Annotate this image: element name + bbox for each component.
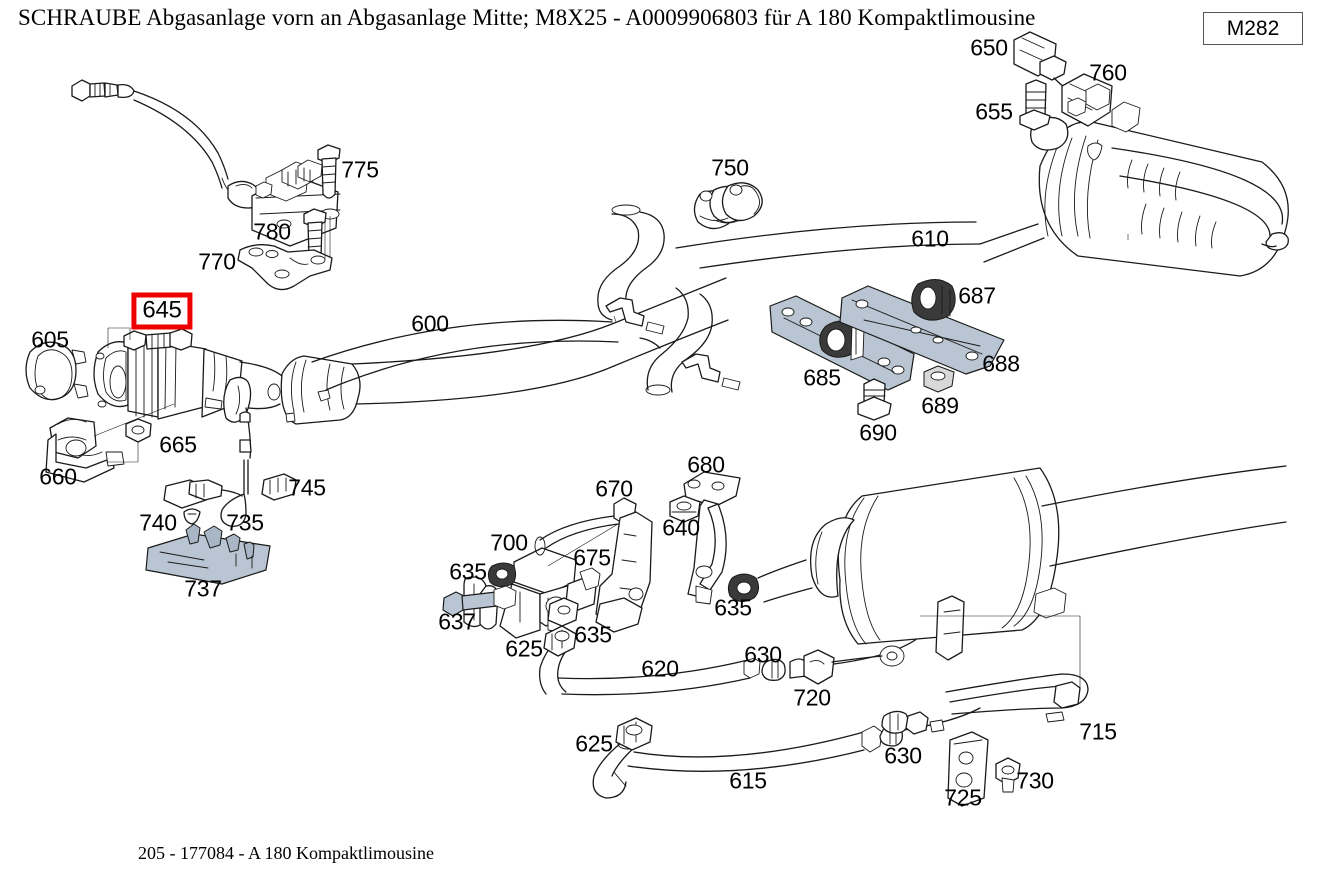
clamp-750 — [693, 182, 763, 230]
callout-635a: 635 — [449, 558, 487, 585]
nut-665 — [106, 418, 152, 463]
callout-760: 760 — [1089, 59, 1127, 86]
callout-745: 745 — [288, 474, 326, 501]
module-760 — [1061, 73, 1113, 127]
page-title: SCHRAUBE Abgasanlage vorn an Abgasanlage… — [18, 5, 1036, 30]
callout-780: 780 — [253, 218, 291, 245]
callout-637: 637 — [438, 608, 476, 635]
callout-680: 680 — [687, 451, 725, 478]
callout-775: 775 — [341, 156, 379, 183]
callout-725: 725 — [944, 784, 982, 811]
callout-600: 600 — [411, 310, 449, 337]
callout-675: 675 — [573, 544, 611, 571]
callout-655: 655 — [975, 98, 1013, 125]
front-exhaust-pipe-assembly — [93, 277, 729, 425]
gasket-605 — [25, 341, 89, 401]
callout-670: 670 — [595, 475, 633, 502]
footer-caption: 205 - 177084 - A 180 Kompaktlimousine — [138, 843, 434, 863]
callout-630b: 630 — [884, 742, 922, 769]
bolt-775 — [317, 144, 341, 199]
callout-660: 660 — [39, 463, 77, 490]
callout-640: 640 — [662, 514, 700, 541]
bolt-655 — [1019, 79, 1051, 131]
callout-665: 665 — [159, 431, 197, 458]
mid-pipe-assembly — [311, 204, 981, 396]
bracket-725 — [947, 731, 989, 807]
callout-625b: 625 — [575, 730, 613, 757]
bolt-690 — [857, 378, 892, 421]
callout-770: 770 — [198, 248, 236, 275]
nut-635c — [547, 597, 579, 627]
model-badge: M282 — [1203, 12, 1303, 45]
callout-735: 735 — [226, 509, 264, 536]
callout-605: 605 — [31, 326, 69, 353]
sensor-line-615 — [592, 707, 981, 799]
nut-689 — [923, 365, 955, 393]
callout-740: 740 — [139, 509, 177, 536]
nut-635a — [487, 562, 517, 588]
bracket-660 — [45, 403, 175, 483]
oxygen-sensor-assembly — [71, 79, 243, 203]
sensor-module-bracket — [227, 159, 341, 262]
callout-615: 615 — [729, 767, 767, 794]
hanger-rod-715 — [920, 615, 1089, 723]
bolt-645 — [107, 327, 193, 351]
callout-689: 689 — [921, 392, 959, 419]
bracket-770 — [237, 221, 333, 291]
callout-690: 690 — [859, 419, 897, 446]
callout-730: 730 — [1016, 767, 1054, 794]
sensor-735-assembly — [220, 407, 252, 527]
callout-610: 610 — [911, 225, 949, 252]
bolt-637 — [442, 585, 517, 617]
hanger-plate-688 — [839, 285, 1005, 375]
callout-685: 685 — [803, 364, 841, 391]
callout-715: 715 — [1079, 718, 1117, 745]
rear-muffler — [979, 101, 1289, 277]
sensor-740 — [163, 479, 243, 525]
clamp-625a — [543, 625, 577, 657]
callout-737: 737 — [184, 575, 222, 602]
callout-620: 620 — [641, 655, 679, 682]
nut-640 — [669, 495, 701, 523]
clip-745 — [261, 473, 297, 501]
callout-720: 720 — [793, 684, 831, 711]
callout-630a: 630 — [744, 641, 782, 668]
callout-625a: 625 — [505, 635, 543, 662]
callout-750: 750 — [711, 154, 749, 181]
bracket-675-lever — [565, 511, 653, 633]
callout-635b: 635 — [714, 594, 752, 621]
hanger-bracket-685 — [769, 295, 915, 391]
callout-688: 688 — [982, 350, 1020, 377]
callout-650: 650 — [970, 34, 1008, 61]
particulate-filter — [757, 465, 1287, 667]
callout-635c: 635 — [574, 621, 612, 648]
nut-635b — [727, 573, 760, 602]
callout-700: 700 — [490, 529, 528, 556]
callout-645[interactable]: 645 — [131, 292, 193, 330]
clamp-630b — [881, 710, 945, 735]
callout-687: 687 — [958, 282, 996, 309]
rubber-mount-687 — [911, 279, 956, 321]
heat-shield-737 — [145, 523, 271, 585]
clamp-625b — [615, 717, 653, 751]
bolt-730 — [995, 757, 1021, 793]
